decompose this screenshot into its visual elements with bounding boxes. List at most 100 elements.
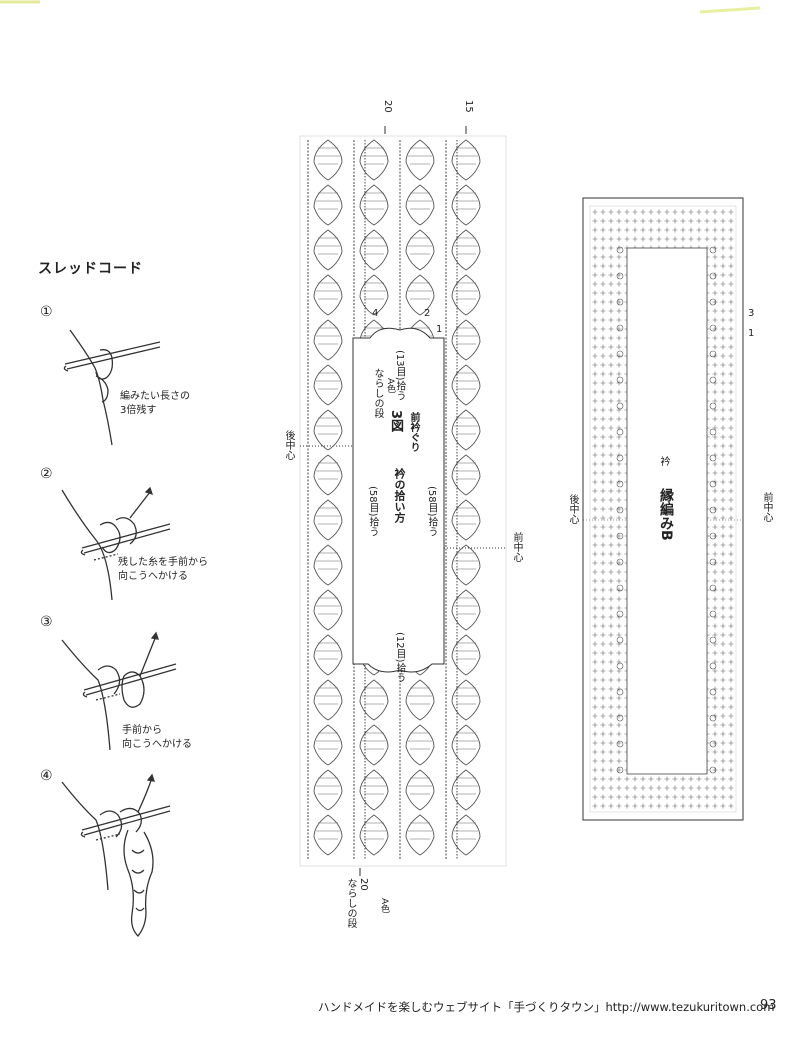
picot bbox=[709, 532, 717, 540]
stitch-mark bbox=[592, 794, 598, 800]
stitch-mark bbox=[720, 227, 726, 233]
stitch-mark bbox=[600, 731, 606, 737]
stitch-mark bbox=[616, 416, 622, 422]
stitch-mark bbox=[616, 641, 622, 647]
picot bbox=[616, 480, 624, 488]
stitch-mark bbox=[600, 569, 606, 575]
stitch-mark bbox=[600, 587, 606, 593]
stitch-mark bbox=[672, 794, 678, 800]
stitch-mark bbox=[616, 713, 622, 719]
stitch-mark bbox=[720, 515, 726, 521]
stitch-mark bbox=[608, 317, 614, 323]
stitch-mark bbox=[600, 362, 606, 368]
stitch-mark bbox=[600, 596, 606, 602]
stitch-mark bbox=[608, 659, 614, 665]
stitch-mark bbox=[712, 533, 718, 539]
picot bbox=[709, 558, 717, 566]
stitch-mark bbox=[608, 227, 614, 233]
stitch-mark bbox=[616, 731, 622, 737]
stitch-mark bbox=[728, 740, 734, 746]
step2-caption-line2: 向こうへかける bbox=[118, 571, 188, 582]
stitch-mark bbox=[600, 524, 606, 530]
stitch-mark bbox=[648, 785, 654, 791]
picot bbox=[616, 454, 624, 462]
picot bbox=[616, 584, 624, 592]
step3-illustration bbox=[61, 631, 177, 751]
stitch-mark bbox=[712, 767, 718, 773]
stitch-mark bbox=[600, 263, 606, 269]
stitch-mark bbox=[600, 767, 606, 773]
stitch-mark bbox=[728, 371, 734, 377]
stitch-mark bbox=[592, 758, 598, 764]
stitch-mark bbox=[592, 668, 598, 674]
stitch-mark bbox=[592, 434, 598, 440]
stitch-mark bbox=[608, 236, 614, 242]
stitch-mark bbox=[600, 785, 606, 791]
stitch-mark bbox=[728, 416, 734, 422]
stitch-mark bbox=[648, 218, 654, 224]
lace-motif bbox=[307, 814, 343, 859]
stitch-mark bbox=[608, 758, 614, 764]
lace-motif bbox=[399, 679, 435, 724]
stitch-mark bbox=[592, 641, 598, 647]
stitch-mark bbox=[712, 713, 718, 719]
stitch-mark bbox=[600, 515, 606, 521]
marker-2: 2 bbox=[424, 308, 431, 319]
stitch-mark bbox=[712, 308, 718, 314]
stitch-mark bbox=[728, 281, 734, 287]
stitch-mark bbox=[704, 776, 710, 782]
stitch-mark bbox=[616, 722, 622, 728]
stitch-mark bbox=[712, 299, 718, 305]
stitch-mark bbox=[712, 722, 718, 728]
stitch-mark bbox=[720, 551, 726, 557]
stitch-mark bbox=[712, 758, 718, 764]
step2-illustration bbox=[61, 486, 171, 601]
stitch-mark bbox=[712, 632, 718, 638]
stitch-mark bbox=[720, 614, 726, 620]
stitch-mark bbox=[600, 245, 606, 251]
stitch-mark bbox=[712, 551, 718, 557]
stitch-mark bbox=[704, 218, 710, 224]
stitch-mark bbox=[720, 398, 726, 404]
stitch-mark bbox=[592, 290, 598, 296]
stitch-mark bbox=[640, 209, 646, 215]
stitch-mark bbox=[592, 614, 598, 620]
lace-motif bbox=[353, 724, 389, 769]
stitch-mark bbox=[720, 740, 726, 746]
stitch-mark bbox=[592, 722, 598, 728]
stitch-mark bbox=[592, 308, 598, 314]
stitch-mark bbox=[720, 353, 726, 359]
stitch-mark bbox=[728, 317, 734, 323]
stitch-mark bbox=[728, 425, 734, 431]
lace-motif bbox=[307, 139, 343, 184]
stitch-mark bbox=[728, 344, 734, 350]
row-20-top: 20 bbox=[382, 100, 393, 113]
stitch-mark bbox=[600, 740, 606, 746]
stitch-mark bbox=[616, 587, 622, 593]
stitch-mark bbox=[600, 668, 606, 674]
stitch-mark bbox=[592, 551, 598, 557]
stitch-mark bbox=[608, 389, 614, 395]
a-color-bottom: A色 bbox=[379, 898, 389, 914]
picot bbox=[709, 428, 717, 436]
border-row-1: 1 bbox=[748, 328, 755, 339]
stitch-mark bbox=[600, 488, 606, 494]
step4-illustration bbox=[61, 773, 171, 937]
stitch-mark bbox=[592, 461, 598, 467]
stitch-mark bbox=[624, 785, 630, 791]
stitch-mark bbox=[608, 470, 614, 476]
stitch-mark bbox=[600, 713, 606, 719]
stitch-mark bbox=[712, 263, 718, 269]
stitch-mark bbox=[720, 263, 726, 269]
stitch-mark bbox=[712, 281, 718, 287]
stitch-mark bbox=[608, 776, 614, 782]
stitch-mark bbox=[672, 227, 678, 233]
stitch-mark bbox=[720, 722, 726, 728]
stitch-mark bbox=[720, 488, 726, 494]
pick-58-right: (58目)拾う bbox=[426, 486, 437, 537]
stitch-mark bbox=[616, 488, 622, 494]
pick-13-stitches: (13目)拾う bbox=[394, 350, 405, 401]
stitch-mark bbox=[728, 389, 734, 395]
stitch-mark bbox=[728, 227, 734, 233]
stitch-mark bbox=[720, 695, 726, 701]
